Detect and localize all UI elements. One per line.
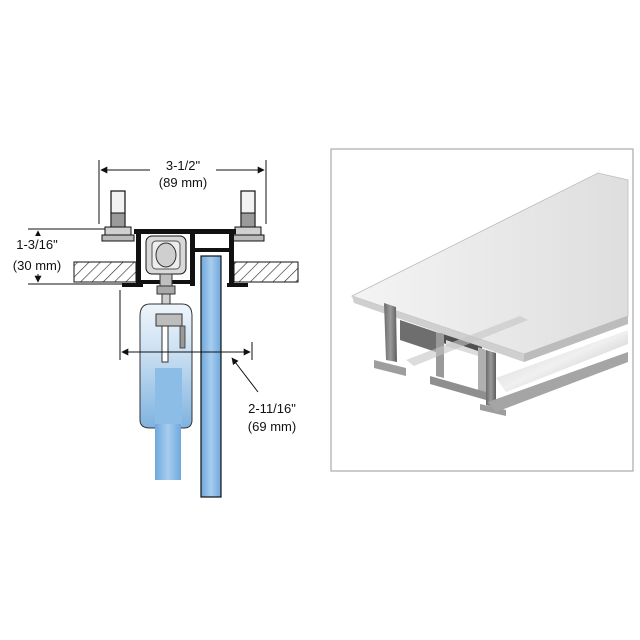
product-photo	[330, 148, 634, 472]
roller-assembly	[145, 235, 187, 305]
panel-offset-mm: (69 mm)	[248, 419, 296, 434]
top-width-inches: 3-1/2"	[166, 158, 201, 173]
height-inches: 1-3/16"	[16, 237, 58, 252]
cross-section-drawing: 3-1/2" (89 mm) 1-3/16" (30 mm)	[6, 158, 299, 498]
top-width-mm: (89 mm)	[159, 175, 207, 190]
ceiling-hatch	[73, 261, 299, 283]
mounting-bolt-right	[231, 190, 265, 242]
panel-offset-inches: 2-11/16"	[248, 401, 296, 416]
height-dimension: 1-3/16" (30 mm)	[6, 228, 128, 285]
fixed-glass-panel	[200, 255, 222, 498]
glass-clamp	[139, 303, 193, 429]
top-width-dimension: 3-1/2" (89 mm)	[98, 158, 267, 224]
sliding-glass-panel	[155, 424, 181, 480]
mounting-bolt-left	[101, 190, 135, 242]
height-mm: (30 mm)	[13, 258, 61, 273]
panel-offset-dimension: 2-11/16" (69 mm)	[119, 290, 296, 434]
aluminum-track-extrusion	[350, 172, 629, 416]
